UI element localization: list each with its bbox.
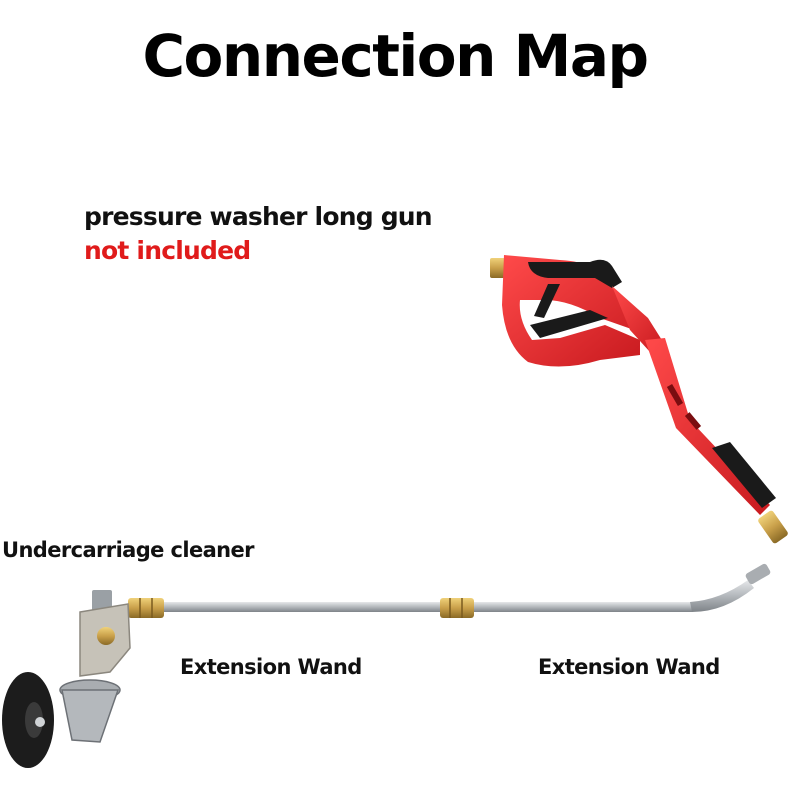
label-undercarriage-cleaner: Undercarriage cleaner — [2, 538, 255, 562]
note-line-not-included: not included — [84, 236, 251, 265]
page-title: Connection Map — [142, 22, 649, 90]
note-line-gun: pressure washer long gun — [84, 202, 433, 231]
pressure-washer-gun-icon — [490, 255, 788, 544]
undercarriage-cleaner-icon — [2, 590, 131, 768]
not-included-note: pressure washer long gun not included — [84, 200, 433, 268]
extension-wand-icon — [128, 563, 771, 618]
label-extension-wand-2: Extension Wand — [538, 655, 720, 679]
label-extension-wand-1: Extension Wand — [180, 655, 362, 679]
